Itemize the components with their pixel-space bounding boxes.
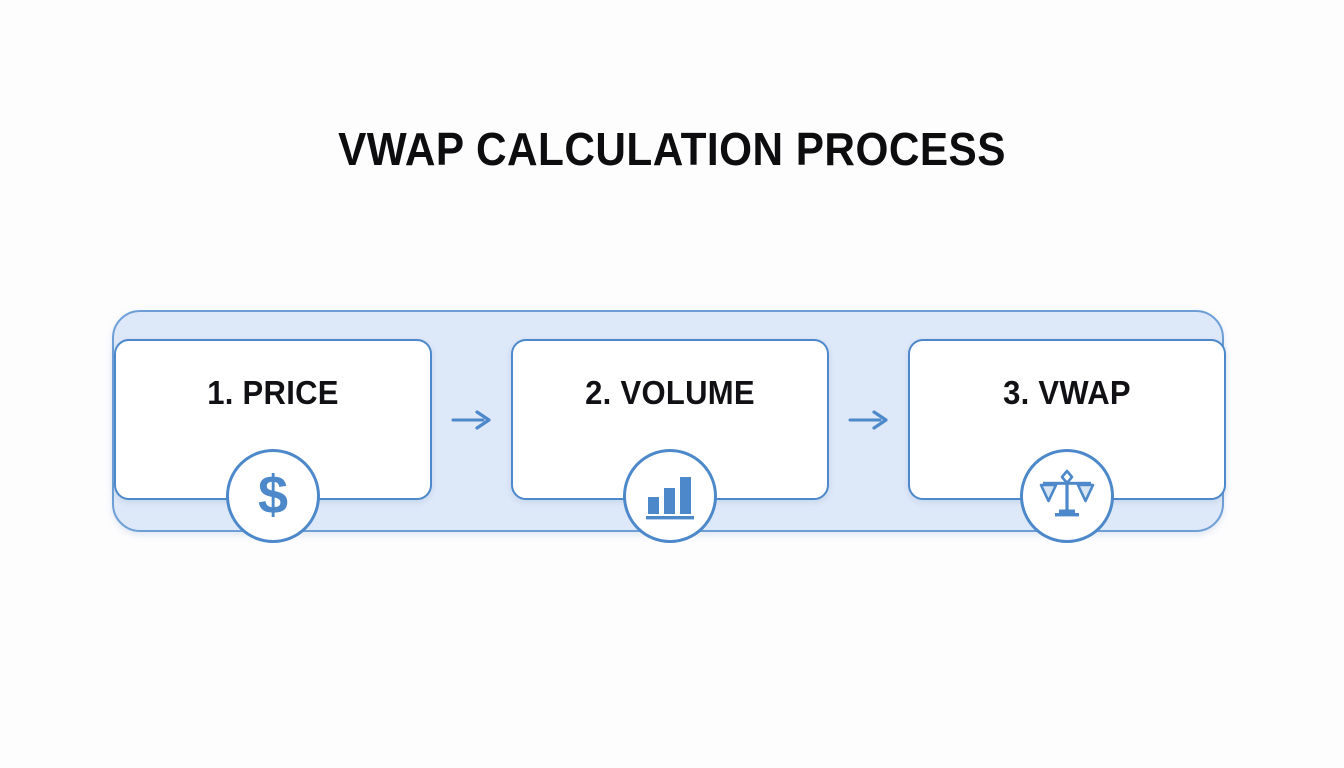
dollar-sign-icon: $ — [257, 465, 289, 525]
bar-chart-icon-badge — [623, 449, 717, 543]
arrow-right-icon — [451, 407, 493, 433]
step-card-vwap[interactable]: 3. VWAP — [908, 339, 1226, 543]
bar-chart-icon — [643, 471, 697, 521]
arrow-right-icon — [848, 407, 890, 433]
balance-scale-icon-badge — [1020, 449, 1114, 543]
arrow-connector-2 — [829, 339, 908, 500]
page-title: VWAP CALCULATION PROCESS — [338, 123, 1006, 175]
arrow-connector-1 — [432, 339, 511, 500]
step-label-price: 1. PRICE — [207, 374, 339, 411]
flow-diagram-container: 1. PRICE $ 2. VOLUME — [112, 310, 1226, 543]
steps-row: 1. PRICE $ 2. VOLUME — [114, 312, 1226, 543]
dollar-sign-icon-badge: $ — [226, 449, 320, 543]
step-label-volume: 2. VOLUME — [585, 374, 755, 411]
balance-scale-icon — [1038, 469, 1096, 523]
step-label-vwap: 3. VWAP — [1003, 374, 1131, 411]
step-card-volume[interactable]: 2. VOLUME — [511, 339, 829, 543]
step-card-price[interactable]: 1. PRICE $ — [114, 339, 432, 543]
